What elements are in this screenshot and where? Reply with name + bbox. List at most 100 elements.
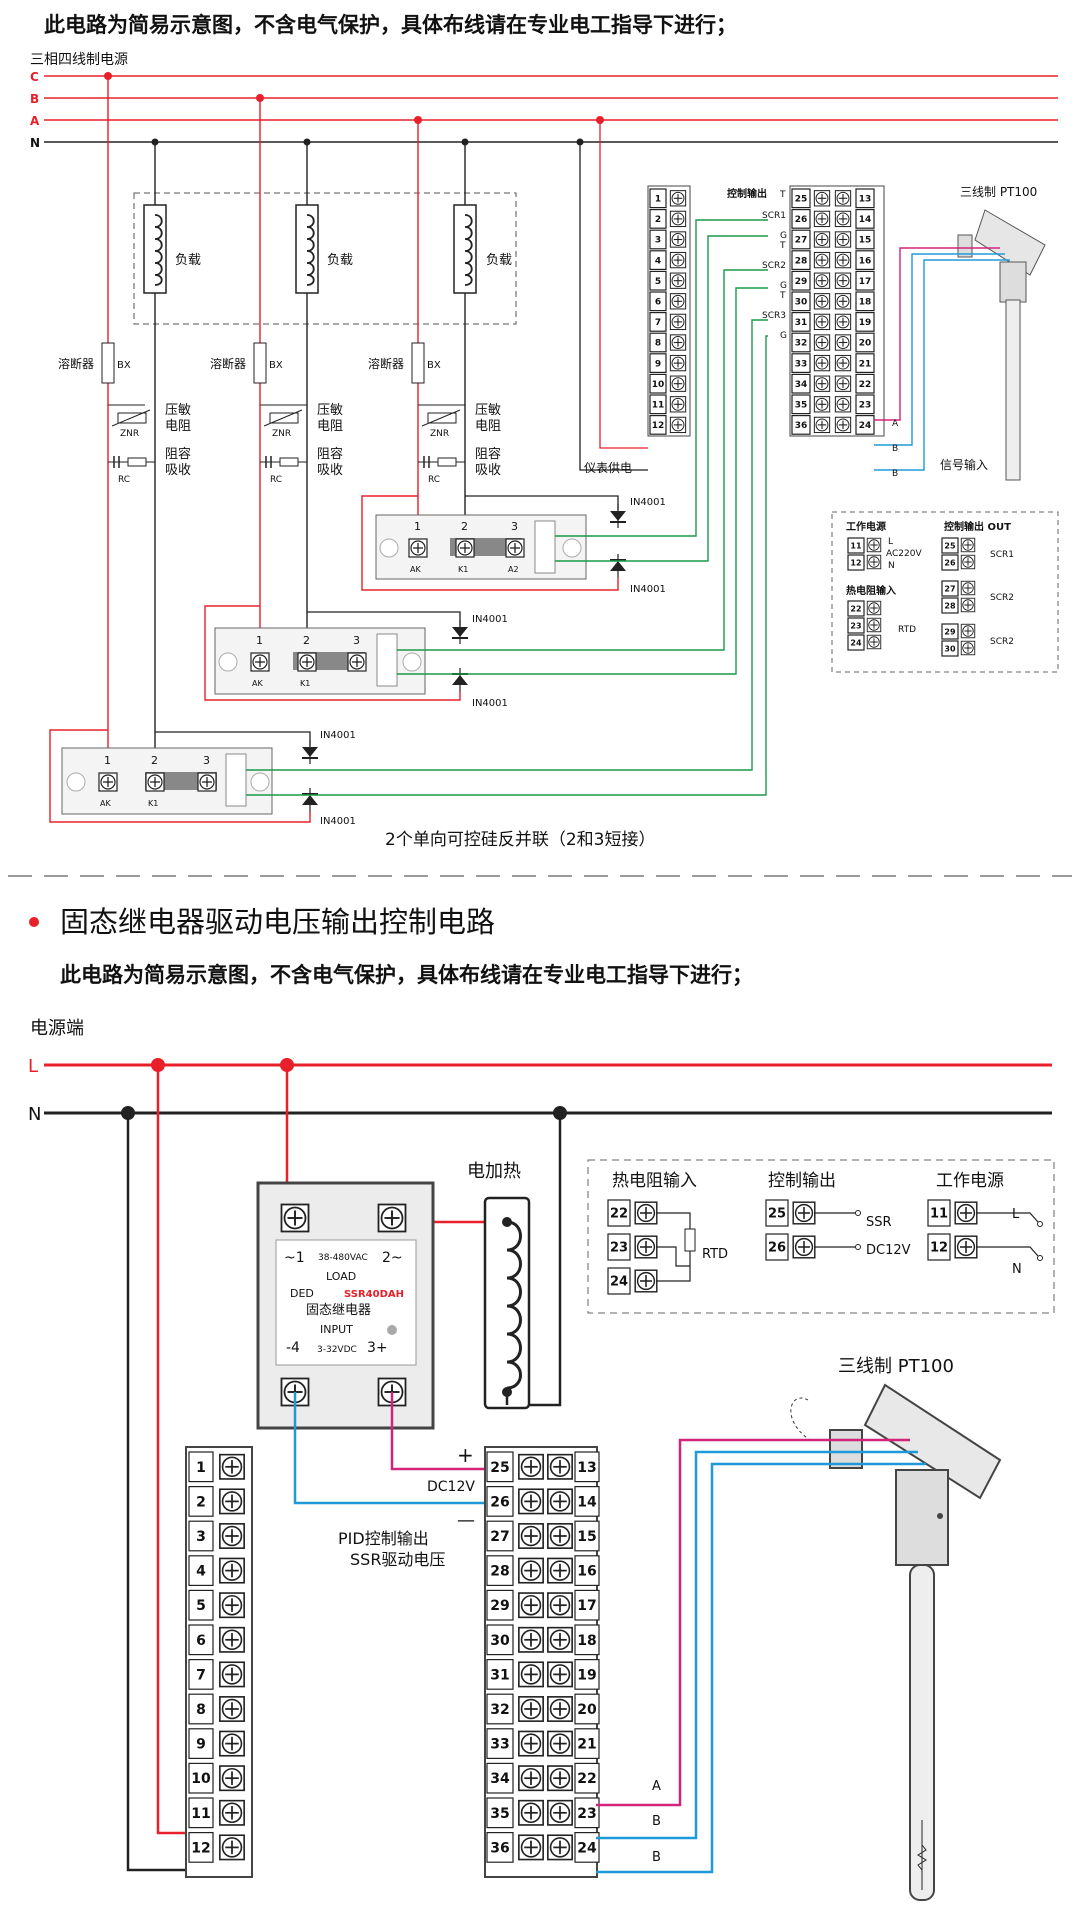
svg-text:T: T bbox=[779, 291, 786, 301]
load-label-2: 负载 bbox=[327, 253, 353, 268]
rtd-title-bottom: 三线制 PT100 bbox=[838, 1356, 954, 1377]
terminal-screw-icon bbox=[634, 1235, 658, 1259]
terminal-number: 32 bbox=[490, 1702, 509, 1718]
svg-text:工作电源: 工作电源 bbox=[936, 1171, 1004, 1191]
terminal-number: 1 bbox=[196, 1460, 206, 1476]
terminal-screw-icon bbox=[669, 272, 687, 289]
terminal-screw-icon bbox=[954, 1235, 978, 1259]
svg-text:控制输出: 控制输出 bbox=[768, 1171, 836, 1191]
terminal-screw-icon bbox=[219, 1488, 245, 1515]
terminal-number: 31 bbox=[490, 1667, 509, 1683]
terminal-screw-icon bbox=[669, 313, 687, 331]
svg-text:热电阻输入: 热电阻输入 bbox=[612, 1171, 697, 1191]
terminal-screw-icon bbox=[547, 1592, 573, 1619]
terminal-number: 36 bbox=[490, 1840, 509, 1856]
svg-text:溶断器: 溶断器 bbox=[58, 356, 94, 371]
svg-text:RC: RC bbox=[428, 475, 440, 485]
svg-text:IN4001: IN4001 bbox=[472, 698, 508, 709]
pid-label-1: PID控制输出 bbox=[338, 1529, 429, 1548]
legend-terminal-number: 27 bbox=[944, 584, 955, 593]
terminal-number: 6 bbox=[196, 1633, 206, 1649]
terminal-number: 16 bbox=[859, 256, 872, 266]
svg-text:N: N bbox=[1012, 1262, 1022, 1277]
terminal-screw-icon bbox=[866, 600, 882, 616]
terminal-screw-icon bbox=[669, 293, 687, 310]
svg-text:ZNR: ZNR bbox=[272, 429, 291, 439]
svg-text:SCR2: SCR2 bbox=[990, 593, 1014, 603]
legend-terminal-number: 30 bbox=[944, 644, 956, 653]
terminal-number: 26 bbox=[490, 1494, 509, 1510]
svg-text:电阻: 电阻 bbox=[165, 419, 191, 434]
legend-terminal-number: 11 bbox=[930, 1207, 948, 1222]
terminal-screw-icon bbox=[669, 231, 687, 248]
svg-text:工作电源: 工作电源 bbox=[846, 520, 886, 533]
legend-terminal-number: 24 bbox=[610, 1275, 628, 1290]
svg-text:阻容: 阻容 bbox=[317, 446, 343, 462]
terminal-number: 30 bbox=[795, 298, 808, 308]
svg-text:热电阻输入: 热电阻输入 bbox=[846, 584, 896, 597]
svg-text:IN4001: IN4001 bbox=[320, 816, 356, 827]
terminal-number: 35 bbox=[490, 1806, 509, 1822]
terminal-screw-icon bbox=[219, 1523, 245, 1549]
terminal-number: 23 bbox=[577, 1806, 596, 1822]
svg-text:2~: 2~ bbox=[382, 1250, 403, 1266]
terminal-number: 15 bbox=[577, 1529, 596, 1545]
line-label-l: L bbox=[28, 1056, 38, 1077]
terminal-number: 16 bbox=[577, 1564, 596, 1580]
svg-text:RTD: RTD bbox=[898, 625, 916, 635]
heater-coil bbox=[483, 1196, 531, 1410]
terminal-number: 21 bbox=[859, 359, 872, 369]
terminal-screw-icon bbox=[834, 416, 852, 434]
terminal-screw-icon bbox=[834, 396, 852, 413]
terminal-screw-icon bbox=[669, 396, 687, 413]
svg-text:2: 2 bbox=[303, 634, 310, 647]
svg-text:SCR2: SCR2 bbox=[762, 261, 786, 271]
terminal-screw-icon bbox=[813, 190, 831, 207]
heater-label: 电加热 bbox=[467, 1161, 521, 1182]
terminal-number: 7 bbox=[655, 318, 661, 328]
branch-2-protection: BX 溶断器 ZNR 压敏 电阻 RC 阻容 吸收 bbox=[210, 342, 343, 485]
svg-text:INPUT: INPUT bbox=[320, 1323, 353, 1336]
svg-text:A: A bbox=[892, 419, 899, 429]
svg-text:压敏: 压敏 bbox=[475, 403, 501, 418]
terminal-number: 26 bbox=[795, 215, 808, 225]
svg-text:1: 1 bbox=[256, 634, 263, 647]
terminal-screw-icon bbox=[960, 537, 976, 553]
terminal-screw-icon bbox=[866, 634, 882, 650]
load-label-3: 负载 bbox=[486, 253, 512, 268]
terminal-screw-icon bbox=[547, 1626, 573, 1653]
svg-text:DC12V: DC12V bbox=[427, 1479, 475, 1495]
terminal-screw-icon bbox=[547, 1730, 573, 1757]
terminal-number: 21 bbox=[577, 1737, 596, 1753]
meter-supply-label: 仪表供电 bbox=[584, 461, 632, 475]
svg-text:AK: AK bbox=[410, 565, 421, 574]
terminal-number: 24 bbox=[577, 1840, 597, 1856]
terminal-screw-icon bbox=[834, 293, 852, 310]
terminal-number: 29 bbox=[795, 277, 808, 287]
terminal-screw-icon bbox=[834, 272, 852, 289]
terminal-number: 30 bbox=[490, 1633, 510, 1649]
terminal-number: 33 bbox=[490, 1737, 509, 1753]
svg-text:电阻: 电阻 bbox=[317, 419, 343, 434]
legend-terminal-number: 29 bbox=[944, 627, 956, 636]
load-coil-2 bbox=[295, 204, 319, 294]
legend-terminal-number: 22 bbox=[850, 604, 861, 613]
svg-text:T: T bbox=[779, 241, 786, 251]
bottom-warning: 此电路为简易示意图，不含电气保护，具体布线请在专业电工指导下进行； bbox=[60, 963, 753, 987]
svg-text:BX: BX bbox=[269, 360, 283, 371]
terminal-screw-icon bbox=[547, 1834, 573, 1861]
svg-text:~1: ~1 bbox=[284, 1250, 305, 1266]
legend-terminal-number: 23 bbox=[610, 1241, 628, 1256]
terminal-screw-icon bbox=[813, 231, 831, 248]
svg-text:吸收: 吸收 bbox=[317, 463, 343, 478]
terminal-number: 6 bbox=[655, 298, 661, 308]
terminal-number: 4 bbox=[196, 1564, 206, 1580]
svg-text:压敏: 压敏 bbox=[165, 403, 191, 418]
terminal-screw-icon bbox=[518, 1557, 544, 1584]
terminal-screw-icon bbox=[834, 251, 852, 269]
terminal-screw-icon bbox=[669, 375, 687, 392]
svg-text:RC: RC bbox=[118, 475, 130, 485]
svg-text:IN4001: IN4001 bbox=[630, 584, 666, 595]
terminal-screw-icon bbox=[669, 190, 687, 207]
legend-terminal-number: 24 bbox=[850, 638, 862, 647]
